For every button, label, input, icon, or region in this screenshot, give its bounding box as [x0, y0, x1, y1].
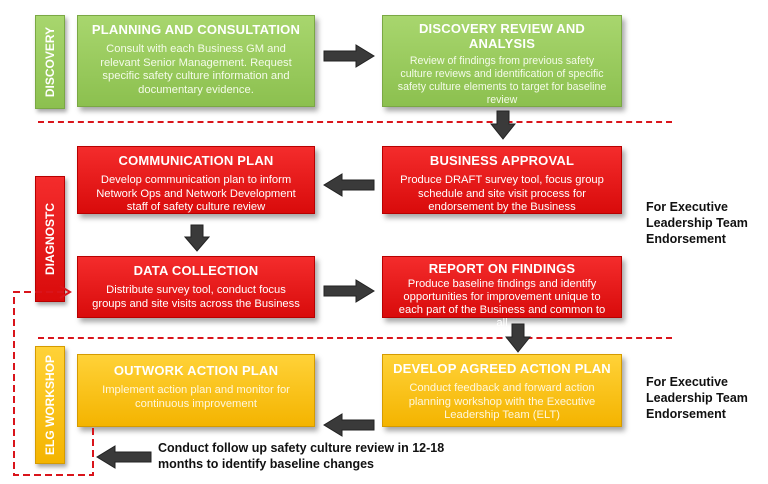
box-develop-agreed-plan: DEVELOP AGREED ACTION PLAN Conduct feedb…: [382, 354, 622, 427]
box-report-findings: REPORT ON FINDINGS Produce baseline find…: [382, 256, 622, 329]
note-follow-up-review: Conduct follow up safety culture review …: [158, 441, 445, 471]
note-endorsement-workshop: For Executive Leadership Team Endorsemen…: [646, 375, 748, 421]
box-planning-consultation: PLANNING AND CONSULTATION Consult with e…: [77, 15, 315, 107]
box-title: COMMUNICATION PLAN: [118, 153, 274, 168]
arrow-down-communication-to-data: [184, 224, 210, 252]
box-description: Review of findings from previous safety …: [397, 55, 607, 106]
box-data-collection: DATA COLLECTION Distribute survey tool, …: [77, 256, 315, 318]
arrow-left-agreed-to-outwork: [323, 413, 375, 437]
box-title: OUTWORK ACTION PLAN: [113, 363, 279, 378]
phase-workshop: ELG WORKSHOP: [35, 346, 65, 464]
box-title: BUSINESS APPROVAL: [429, 153, 575, 168]
box-discovery-review: DISCOVERY REVIEW AND ANALYSIS Review of …: [382, 15, 622, 107]
phase-discovery: DISCOVERY: [35, 15, 65, 109]
box-description: Produce baseline findings and identify o…: [398, 278, 606, 329]
box-description: Consult with each Business GM and releva…: [100, 43, 292, 96]
arrow-left-approval-to-communication: [323, 173, 375, 197]
box-description: Conduct feedback and forward action plan…: [408, 382, 596, 421]
box-title: DISCOVERY REVIEW AND ANALYSIS: [418, 21, 586, 51]
box-outwork-action-plan: OUTWORK ACTION PLAN Implement action pla…: [77, 354, 315, 427]
box-title: PLANNING AND CONSULTATION: [91, 22, 301, 37]
arrow-left-follow-up: [96, 445, 152, 469]
separator-diagnostic-workshop: [38, 337, 672, 339]
box-description: Implement action plan and monitor for co…: [102, 384, 290, 410]
arrow-down-review-to-approval: [490, 110, 516, 140]
box-communication-plan: COMMUNICATION PLAN Develop communication…: [77, 146, 315, 214]
phase-diagnostic: DIAGNOSTC: [35, 176, 65, 302]
note-endorsement-diagnostic: For Executive Leadership Team Endorsemen…: [646, 200, 748, 246]
separator-discovery-diagnostic: [38, 121, 672, 123]
box-title: DEVELOP AGREED ACTION PLAN: [393, 361, 611, 376]
arrow-down-report-to-agreed-plan: [505, 323, 531, 353]
box-title: DATA COLLECTION: [133, 263, 259, 278]
box-description: Develop communication plan to inform Net…: [96, 174, 296, 213]
arrow-right-data-to-report: [323, 279, 375, 303]
box-description: Distribute survey tool, conduct focus gr…: [92, 284, 300, 310]
arrow-right-planning-to-review: [323, 44, 375, 68]
box-business-approval: BUSINESS APPROVAL Produce DRAFT survey t…: [382, 146, 622, 214]
box-description: Produce DRAFT survey tool, focus group s…: [400, 174, 604, 213]
box-title: REPORT ON FINDINGS: [428, 261, 576, 276]
